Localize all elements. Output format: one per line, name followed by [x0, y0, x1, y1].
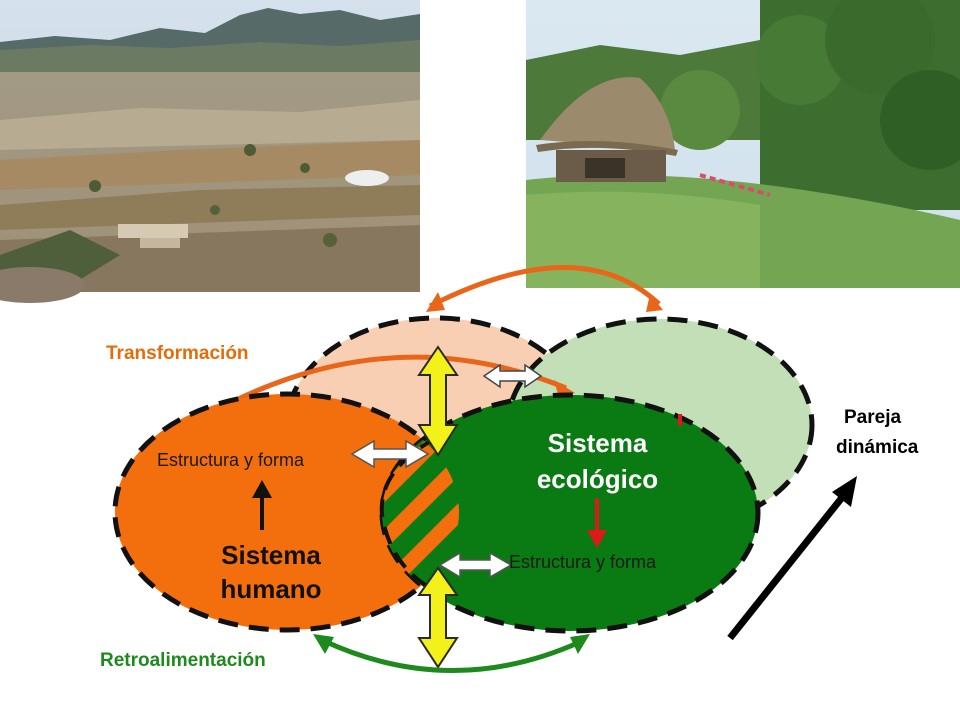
human-structure-label: Estructura y forma — [157, 450, 305, 470]
eco-system-line2: ecológico — [536, 464, 659, 494]
transformation-arrowhead-left — [426, 292, 445, 312]
human-system-label: Sistema humano — [196, 538, 346, 606]
dynamic-pair-label: Pareja dinámica — [836, 403, 918, 463]
vertical-double-arrow-upper — [417, 345, 459, 457]
human-system-line1: Sistema — [221, 540, 321, 570]
feedback-label: Retroalimentación — [100, 650, 266, 671]
feedback-arrowhead-left — [313, 634, 334, 654]
eco-structure-double-arrow — [438, 551, 513, 579]
eco-structure-label: Estructura y forma — [509, 552, 657, 572]
dynamic-pair-arrowhead — [832, 476, 857, 507]
human-system-line2: humano — [220, 574, 322, 604]
dynamic-pair-arrow — [727, 487, 851, 641]
human-structure-arrowhead — [252, 480, 272, 498]
eco-system-ellipse — [379, 392, 761, 634]
transformation-arrowhead-right — [646, 294, 663, 312]
transformation-label: Transformación — [106, 343, 249, 364]
eco-system-label: Sistema ecológico — [515, 425, 680, 497]
photo-right-thatched-hut — [526, 0, 960, 288]
photo-left-dry-valley — [0, 0, 420, 303]
dynamic-pair-line1: Pareja — [844, 407, 902, 428]
eco-structure-arrowhead — [587, 530, 607, 548]
transformation-arrow-upper — [428, 265, 661, 309]
dynamic-pair-line2: dinámica — [836, 437, 919, 458]
feedback-arrow — [320, 637, 582, 673]
vertical-double-arrow-lower — [417, 566, 459, 669]
back-connector-arrow — [482, 363, 543, 389]
eco-system-line1: Sistema — [547, 428, 648, 458]
human-structure-double-arrow — [350, 439, 430, 469]
feedback-arrowhead-right — [570, 634, 590, 654]
